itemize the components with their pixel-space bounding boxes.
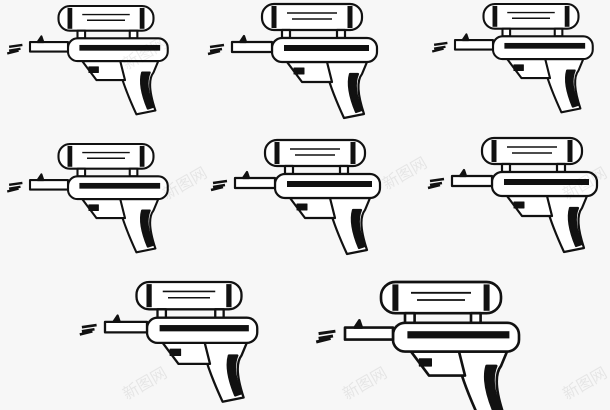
water-gun-1	[7, 6, 168, 114]
water-gun-8	[316, 282, 519, 410]
water-gun-7	[80, 282, 257, 402]
water-gun-6	[428, 138, 597, 252]
water-gun-4	[7, 144, 168, 252]
water-gun-3	[432, 4, 593, 112]
water-gun-2	[208, 4, 377, 118]
water-gun-5	[211, 140, 380, 254]
